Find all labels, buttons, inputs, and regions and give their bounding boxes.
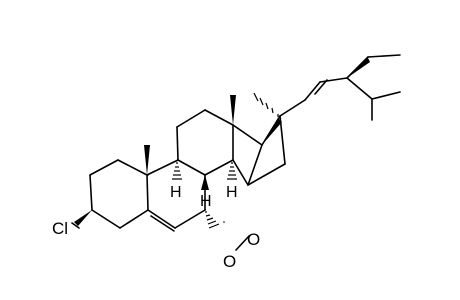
h-c9-label: H: [170, 184, 182, 201]
h-c14-label: H: [226, 184, 238, 201]
wedge-bonds: [74, 58, 370, 226]
peroxy-bond: [235, 235, 250, 251]
peroxy-o1-label: O: [223, 252, 236, 271]
skeleton-bonds: [71, 54, 401, 232]
h-c8-label: H: [200, 193, 212, 210]
hash-bonds: [172, 92, 279, 229]
peroxy-o2-label: O: [247, 230, 260, 249]
chlorine-label: Cl: [52, 219, 68, 238]
